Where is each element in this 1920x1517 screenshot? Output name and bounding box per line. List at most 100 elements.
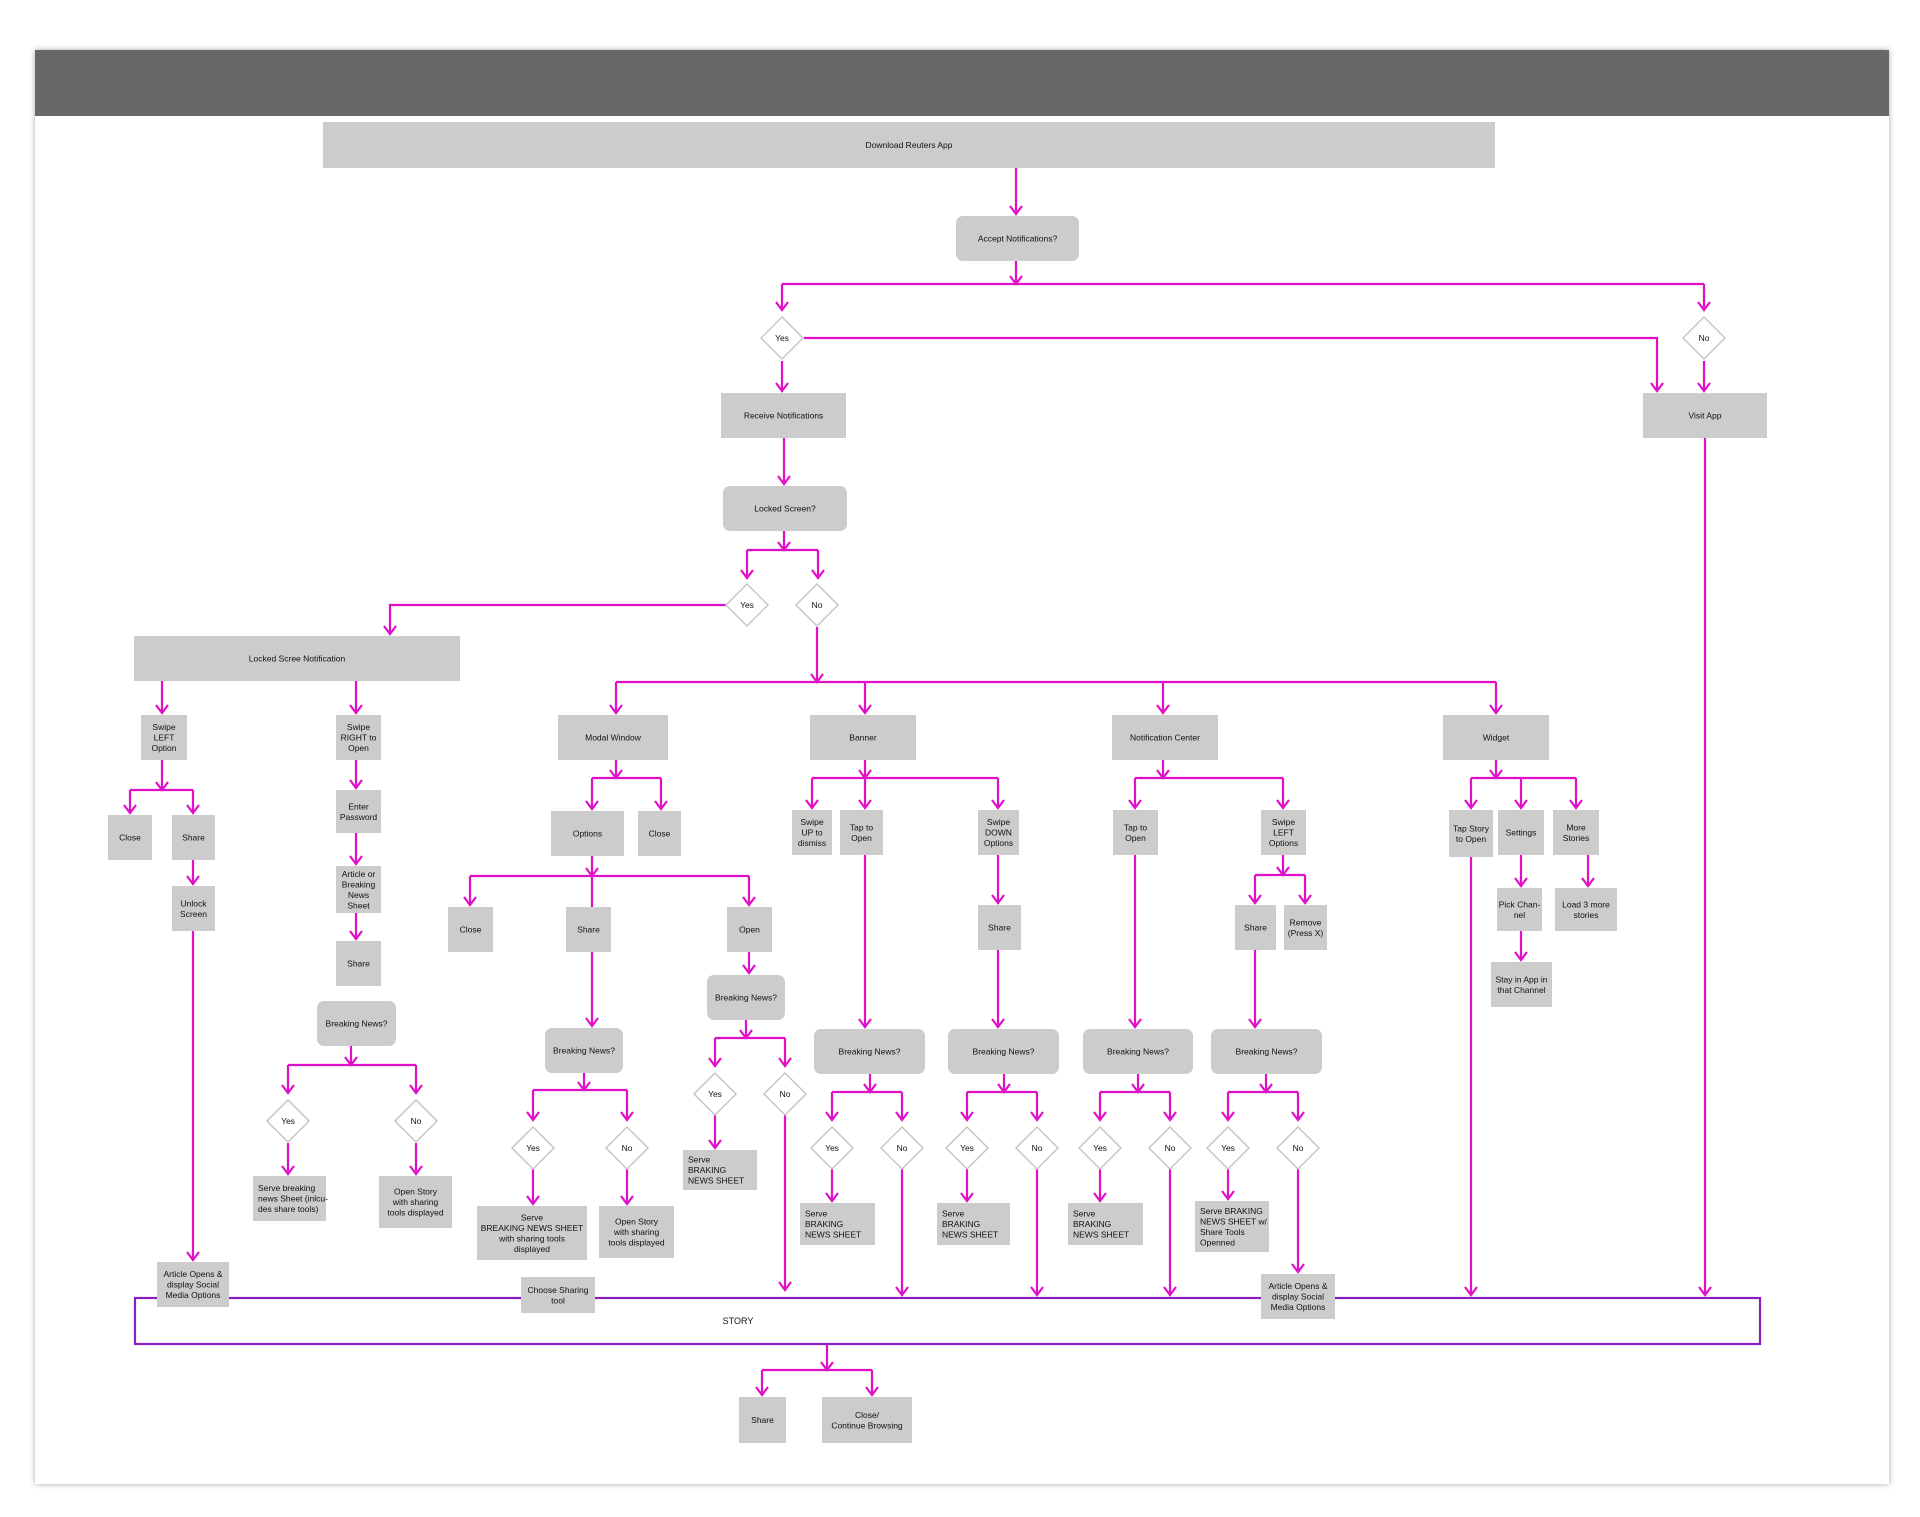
connector-22 [590,760,663,809]
node-label: Serve BRAKING [1200,1206,1263,1216]
node-label: Share [347,959,370,969]
node-label: No [1699,333,1710,343]
arrowhead [778,1281,792,1292]
node-shape [336,941,381,986]
arrowhead [349,930,363,941]
arrowhead [526,1195,540,1206]
node-shape [1498,810,1544,855]
connector-56 [760,1345,874,1395]
connector-51 [1469,760,1578,808]
node-shape [840,810,883,855]
node-shape [157,1262,229,1307]
arrowhead [1248,894,1262,905]
decision-d-no-nc-tap: No [1147,1125,1193,1171]
arrowhead [1514,951,1528,962]
node-label: Visit App [1689,411,1722,421]
node-label: Screen [180,909,207,919]
node-shape [1555,888,1617,931]
node-label: Breaking News? [326,1019,388,1029]
node-label: Banner [849,733,877,743]
node-label: Accept Notifications? [978,234,1058,244]
node-label: Breaking News? [553,1046,615,1056]
node-label: Serve [942,1209,964,1219]
node-label: Swipe [800,817,823,827]
node-notification-center: Notification Center [1112,715,1218,760]
arrowhead [620,1111,634,1122]
node-label: Open [739,925,760,935]
node-shape [727,907,772,952]
decision-shape [265,1098,311,1144]
arrowhead [825,1111,839,1122]
node-label: news Sheet (inlcu- [258,1194,328,1204]
connector-41 [1133,760,1285,808]
node-shape [723,486,847,531]
arrowhead [708,1139,722,1150]
arrowhead [409,1084,423,1095]
node-shape [336,866,381,913]
arrowhead [1131,1083,1145,1094]
node-shape [1083,1029,1193,1074]
connector-35 [830,1074,904,1120]
node-options-modal: Options [551,811,624,856]
arrowhead [1248,1018,1262,1029]
node-banner: Banner [810,715,916,760]
decision-d-no-accept: No [1681,315,1727,361]
arrowhead [1276,866,1290,877]
node-label: Breaking [342,879,376,889]
node-breaking-news-nc-share: Breaking News? [1211,1029,1322,1074]
node-label: Tap Story [1453,823,1490,833]
arrowhead [1156,769,1170,780]
arrowhead [1464,1286,1478,1297]
arrowhead [409,1165,423,1176]
arrowhead [1489,769,1503,780]
arrowhead [997,1083,1011,1094]
node-shape [800,1203,875,1245]
node-label: Close [649,829,671,839]
node-label: Swipe [152,722,175,732]
node-shape [1497,888,1542,931]
node-label: No [411,1116,422,1126]
arrowhead [186,804,200,815]
decision-d-no-locked: No [794,582,840,628]
arrowhead [1581,877,1595,888]
node-label: No [1032,1143,1043,1153]
node-label: Options [984,838,1013,848]
arrowhead [742,896,756,907]
node-shape [683,1150,757,1190]
node-settings-widget: Settings [1498,810,1544,855]
arrowhead [778,1057,792,1068]
arrowhead [1291,1263,1305,1274]
arrowhead [865,1386,879,1397]
node-label: Open Story [394,1187,438,1197]
node-shape [814,1029,925,1074]
arrowhead [1221,1111,1235,1122]
node-shape [336,790,381,833]
connector-43 [1253,855,1307,903]
decision-shape [510,1125,556,1171]
connector-3 [804,336,1659,391]
node-shape [1284,905,1327,950]
node-shape [956,216,1079,261]
node-label: BRAKING [942,1219,980,1229]
story-label: STORY [723,1316,754,1326]
node-label: Receive Notifications [744,411,823,421]
node-label: Download Reuters App [866,140,953,150]
node-label: Share [988,923,1011,933]
arrowhead [742,964,756,975]
node-label: Option [151,743,176,753]
node-label: nel [1514,910,1525,920]
arrowhead [1163,1111,1177,1122]
arrowhead [155,781,169,792]
page-sheet [35,50,1889,1484]
node-label: Yes [740,600,754,610]
arrowhead [863,1083,877,1094]
arrowhead [1697,382,1711,393]
